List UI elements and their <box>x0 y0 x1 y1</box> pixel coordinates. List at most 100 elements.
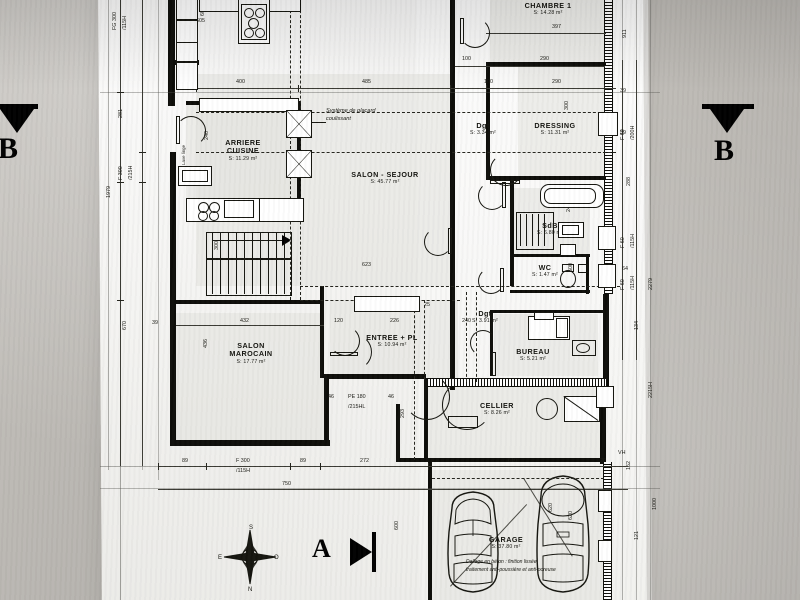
section-letter-b-left: B <box>0 132 19 165</box>
window-symbol-right-4 <box>596 386 614 408</box>
dim-left-1979: 1979 <box>106 186 112 198</box>
dimline-bottom-1 <box>158 466 628 467</box>
dim-pe180: PE 180 <box>348 394 366 400</box>
kitchen-cabinet-left-2 <box>176 20 198 44</box>
section-letter-a-bottom: A <box>312 534 331 563</box>
annotation-closet-system: Système de placard coulissant <box>326 107 375 124</box>
closet-note-line2: coulissant <box>326 116 351 123</box>
room-area-salon-sejour: S: 45.77 m² <box>370 179 400 186</box>
grid-dashed-v-4 <box>424 300 425 380</box>
hob-circle-4 <box>209 211 219 221</box>
wall-sdb-top <box>510 176 606 180</box>
entree-closet-pl <box>354 296 420 312</box>
section-triangle-a-icon <box>350 538 372 566</box>
wall-interior-right-block <box>450 0 455 294</box>
section-bar-a <box>372 532 376 572</box>
door-swing-salon-sejour <box>424 228 452 256</box>
burner-icon <box>255 8 265 18</box>
vanity-basin-inner <box>562 225 579 235</box>
burner-icon <box>248 18 259 29</box>
wall-cellier-bottom <box>424 458 606 462</box>
section-triangle-icon <box>0 109 34 133</box>
dim-right-f60c: F 60 <box>620 279 626 290</box>
compass-label-e: E <box>218 555 222 561</box>
room-area-dgt-1: S: 3.34 m² <box>470 130 496 137</box>
room-area-arriere-cuisine: S: 11.29 m² <box>228 155 258 162</box>
room-fill-salon-marocain <box>176 313 324 441</box>
room-label-sdb: SdB S: 6.80 m² <box>524 221 576 237</box>
room-name-dressing: DRESSING <box>534 121 576 130</box>
dim-right-vh: VH <box>618 450 626 456</box>
dim-top-911: 911 <box>622 29 628 38</box>
dim-right-2279: 2279 <box>648 278 654 290</box>
room-name-bureau: BUREAU <box>516 347 550 356</box>
section-triangle-icon <box>710 109 744 133</box>
door-leaf-bureau <box>492 352 496 376</box>
compass-label-s: S <box>249 525 253 531</box>
dim-right-115h: /115H <box>630 234 636 248</box>
grid-dashed-h-2 <box>196 152 616 153</box>
dimline-bottom-2 <box>158 489 628 490</box>
dim-tickv <box>139 152 146 153</box>
dim-tick <box>158 463 159 470</box>
dimline-marocain <box>176 325 324 326</box>
wall-exterior-left <box>168 0 175 106</box>
grid-dashed-h-3 <box>300 286 620 287</box>
garage-opening-guide <box>432 478 604 479</box>
dim-bottom-610: 610 <box>508 458 517 464</box>
dim-top-397: 397 <box>552 24 561 30</box>
shower-grate <box>526 214 527 246</box>
axis-line-v-7 <box>650 0 651 600</box>
dim-left-39: 39 <box>152 320 158 326</box>
room-area-sdb: S: 6.80 m² <box>537 230 563 237</box>
desk-chair <box>572 340 596 356</box>
dim-bottom-272: 272 <box>360 458 369 464</box>
room-fill-dressing <box>518 64 606 176</box>
closet-note-line1: Système de placard <box>326 108 376 114</box>
dim-tick <box>486 85 487 92</box>
desk-top <box>528 316 570 340</box>
dim-dressing-300: 300 <box>564 101 570 110</box>
dim-top-485: 485 <box>362 79 371 85</box>
door-swing-bureau <box>470 330 496 356</box>
stair-direction-line <box>212 240 284 241</box>
room-label-chambre1: CHAMBRE 1 S: 14.28 m² <box>498 1 598 17</box>
dim-39b: 39 <box>620 130 626 136</box>
car-icon-left <box>447 491 499 593</box>
dim-right-288: 288 <box>626 177 632 186</box>
room-label-dgt-1: Dgt S: 3.34 m² <box>462 121 504 137</box>
shower-tray <box>516 212 554 250</box>
dim-top-100: 100 <box>484 79 493 85</box>
dim-tickv <box>117 182 124 183</box>
dim-left-215h: /215H <box>128 165 134 180</box>
dim-226: 226 <box>390 318 399 324</box>
grid-dashed-h-1 <box>196 112 616 113</box>
fridge-freezer-unit <box>258 198 304 222</box>
dim-120: 120 <box>334 318 343 324</box>
section-bar <box>702 104 754 109</box>
room-label-cellier: CELLIER S: 8.26 m² <box>462 401 532 417</box>
shower-grate <box>544 214 545 246</box>
wall-interior-center-vertical <box>320 286 324 378</box>
room-name-chambre1: CHAMBRE 1 <box>524 1 572 10</box>
dim-right-200h: /200H <box>630 125 636 140</box>
wall-cellier-top-hatched <box>424 378 606 387</box>
wall-right-2 <box>603 294 609 386</box>
room-name-sdb: SdB <box>542 221 558 230</box>
dim-tick <box>298 85 299 92</box>
burner-icon <box>244 28 254 38</box>
stair-tread <box>220 232 221 294</box>
room-name-dgt-2: Dgt <box>478 309 492 318</box>
room-name-garage: GARAGE <box>488 535 524 544</box>
kitchen-cabinet-left-3 <box>176 62 198 90</box>
room-fill-chambre1 <box>490 0 608 64</box>
wc-sink-icon <box>578 264 588 273</box>
grid-dashed-v-5 <box>466 292 467 382</box>
window-symbol-right-2 <box>598 226 616 250</box>
room-label-salon-marocain: SALON MAROCAIN S: 17.77 m² <box>212 341 290 365</box>
garage-note-line1: Dallage en béton : finition lissée <box>466 559 537 565</box>
door-swing-chambre1 <box>460 18 490 48</box>
dim-436: 436 <box>203 339 209 348</box>
room-name-cuisine: CUISINE <box>226 146 260 156</box>
chair-seat-icon <box>576 343 590 353</box>
